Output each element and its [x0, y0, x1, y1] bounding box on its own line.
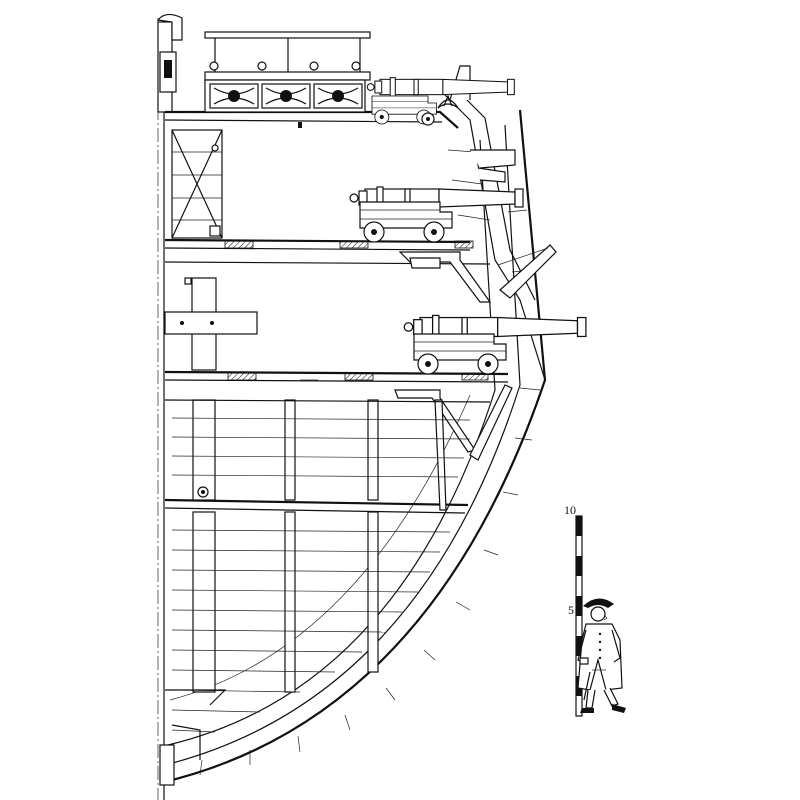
- ornament-panel: [209, 83, 259, 109]
- scale-label-mid: 5: [568, 603, 574, 617]
- ornament-panel: [261, 83, 311, 109]
- cannon-upper: [366, 77, 515, 126]
- scale-figure: 10 5: [564, 503, 626, 717]
- cannon-lower: [403, 314, 587, 375]
- scale-label-top: 10: [564, 503, 576, 517]
- ornament-panel: [313, 83, 363, 109]
- quarterdeck-railing: [159, 31, 371, 113]
- cannon-middle: [349, 186, 524, 243]
- hull-section: [156, 13, 557, 800]
- soldier-figure: [577, 598, 626, 713]
